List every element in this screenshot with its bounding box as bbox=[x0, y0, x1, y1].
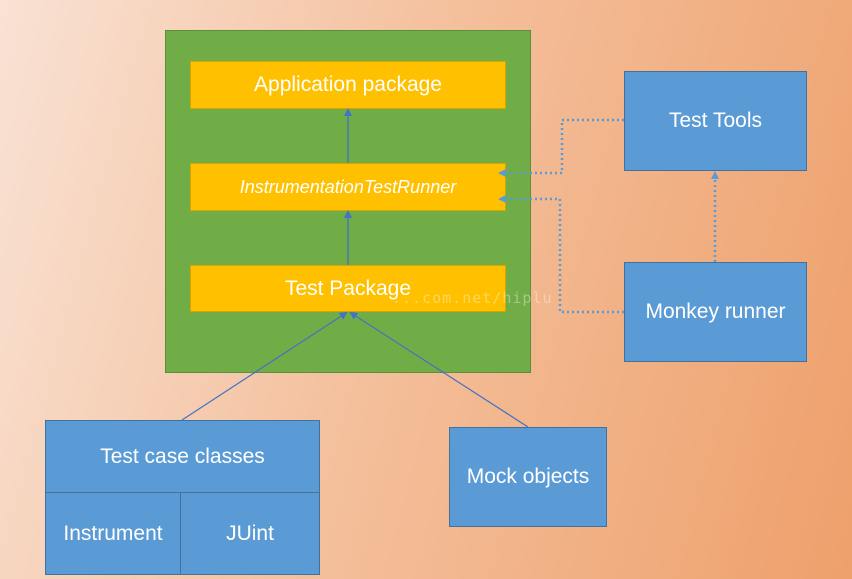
monkey-runner-box: Monkey runner bbox=[624, 262, 807, 362]
test-case-classes-label: Test case classes bbox=[100, 444, 265, 468]
application-package-label: Application package bbox=[254, 73, 442, 96]
watermark-text: ...com.net/hiplu bbox=[392, 289, 553, 307]
mock-objects-box: Mock objects bbox=[449, 427, 607, 527]
test-tools-label: Test Tools bbox=[669, 109, 762, 132]
mock-objects-label: Mock objects bbox=[466, 465, 590, 488]
test-tools-box: Test Tools bbox=[624, 71, 807, 171]
instrumentation-runner-box: InstrumentationTestRunner bbox=[190, 163, 506, 211]
junit-label: JUint bbox=[226, 521, 274, 545]
instrument-label: Instrument bbox=[63, 521, 163, 545]
monkey-runner-label: Monkey runner bbox=[645, 300, 786, 323]
junit-box: JUint bbox=[180, 492, 320, 575]
application-package-box: Application package bbox=[190, 61, 506, 109]
instrumentation-runner-label: InstrumentationTestRunner bbox=[239, 176, 457, 197]
test-case-classes-box: Test case classes bbox=[45, 420, 320, 493]
test-package-label: Test Package bbox=[284, 276, 412, 300]
instrument-box: Instrument bbox=[45, 492, 181, 575]
test-package-box: Test Package bbox=[190, 265, 506, 312]
